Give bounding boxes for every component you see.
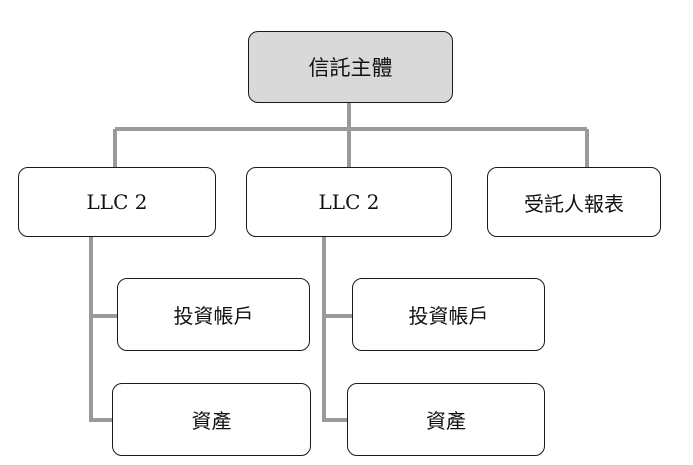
node-investment-account-middle-label: 投資帳戶 (408, 304, 489, 328)
node-investment-account-middle: 投資帳戶 (352, 278, 545, 351)
node-trustee-report: 受託人報表 (487, 167, 661, 237)
node-assets-middle: 資產 (347, 383, 545, 456)
node-trust-entity: 信託主體 (248, 31, 453, 103)
node-trustee-report-label: 受託人報表 (524, 191, 624, 216)
node-trust-entity-label: 信託主體 (308, 56, 393, 80)
node-llc-2-left: LLC 2 (18, 167, 216, 237)
node-llc-2-middle-label: LLC 2 (318, 190, 380, 214)
node-investment-account-left-label: 投資帳戶 (173, 304, 254, 328)
node-assets-left-label: 資產 (191, 409, 232, 433)
node-llc-2-middle: LLC 2 (246, 167, 452, 237)
node-assets-left: 資產 (112, 383, 311, 456)
node-assets-middle-label: 資產 (426, 409, 466, 433)
node-llc-2-left-label: LLC 2 (86, 190, 148, 214)
node-investment-account-left: 投資帳戶 (117, 278, 310, 351)
